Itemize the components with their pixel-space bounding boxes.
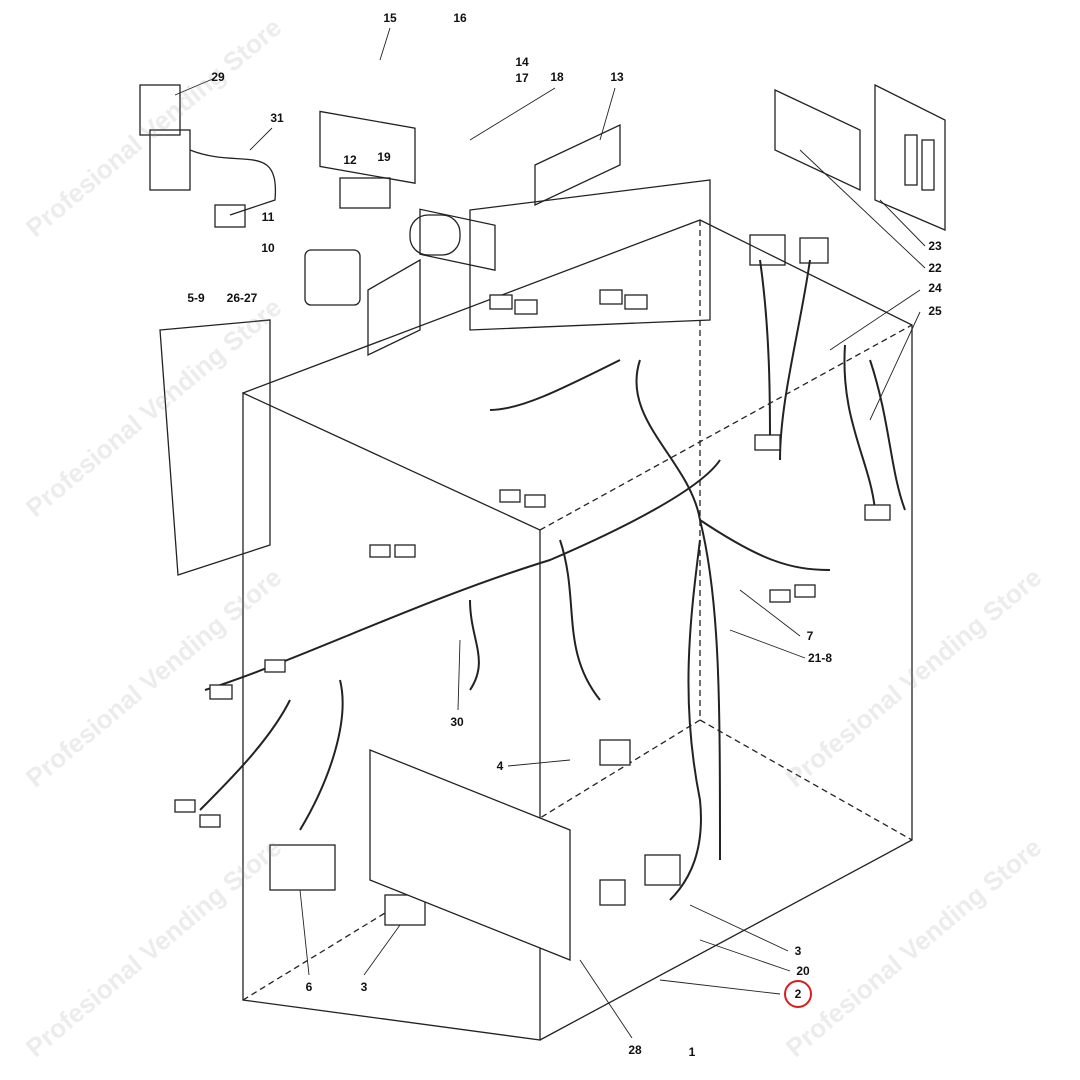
callout-label: 1 <box>688 1045 696 1059</box>
callout-label: 5-9 <box>187 291 205 305</box>
callout-label: 10 <box>261 241 275 255</box>
callout-label: 26-27 <box>226 291 258 305</box>
highlighted-callout-label: 2 <box>784 980 812 1008</box>
callout-label: 24 <box>928 281 942 295</box>
callout-label: 16 <box>453 11 467 25</box>
callout-label: 19 <box>377 150 391 164</box>
callout-label: 6 <box>305 980 313 994</box>
callout-label: 4 <box>496 759 504 773</box>
callout-label: 13 <box>610 70 624 84</box>
callout-label: 18 <box>550 70 564 84</box>
callout-label: 22 <box>928 261 942 275</box>
callout-label: 30 <box>450 715 464 729</box>
callout-label: 14 <box>515 55 529 69</box>
callout-label: 15 <box>383 11 397 25</box>
callout-label: 29 <box>211 70 225 84</box>
callout-label: 20 <box>796 964 810 978</box>
wire-harness <box>199 259 906 901</box>
callout-label: 11 <box>261 210 275 224</box>
leader-lines <box>174 27 926 1039</box>
callout-label: 12 <box>343 153 357 167</box>
callout-label: 7 <box>806 629 814 643</box>
callout-label: 3 <box>794 944 802 958</box>
callout-label: 3 <box>360 980 368 994</box>
upper-components <box>139 83 946 576</box>
callout-label: 21-8 <box>807 651 833 665</box>
callout-label: 31 <box>270 111 284 125</box>
callout-label: 28 <box>628 1043 642 1057</box>
callout-label: 23 <box>928 239 942 253</box>
callout-label: 17 <box>515 71 529 85</box>
callout-label: 25 <box>928 304 942 318</box>
connectors <box>174 289 891 961</box>
cabinet-frame <box>242 219 913 1041</box>
